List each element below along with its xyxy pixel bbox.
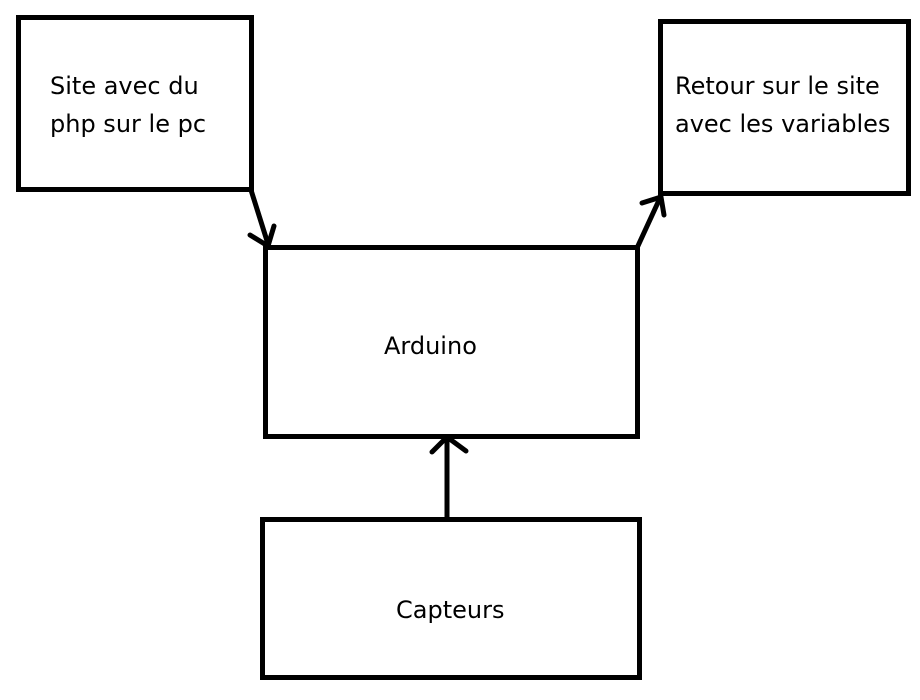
node-arduino-label: Arduino bbox=[384, 332, 477, 360]
node-site-php-label: Site avec du php sur le pc bbox=[50, 67, 206, 143]
node-capteurs-label: Capteurs bbox=[396, 596, 505, 624]
node-site-php bbox=[16, 15, 254, 192]
arrowhead-icon bbox=[639, 194, 667, 218]
node-arduino bbox=[263, 245, 640, 439]
node-site-php-line-2: php sur le pc bbox=[50, 110, 207, 138]
node-retour-site-line-1: Retour sur le site bbox=[675, 72, 880, 100]
node-capteurs bbox=[260, 517, 642, 680]
edge-capteurs-to-arduino bbox=[429, 434, 469, 523]
node-retour-site-line-2: avec les variables bbox=[675, 110, 891, 138]
node-retour-site-label: Retour sur le site avec les variables bbox=[675, 67, 890, 143]
node-retour-site bbox=[658, 19, 911, 196]
connector-line bbox=[248, 187, 271, 247]
edge-arduino-to-retour bbox=[634, 194, 667, 251]
edge-site-to-arduino bbox=[247, 187, 277, 249]
node-site-php-line-1: Site avec du bbox=[50, 72, 199, 100]
connector-line bbox=[634, 195, 663, 251]
